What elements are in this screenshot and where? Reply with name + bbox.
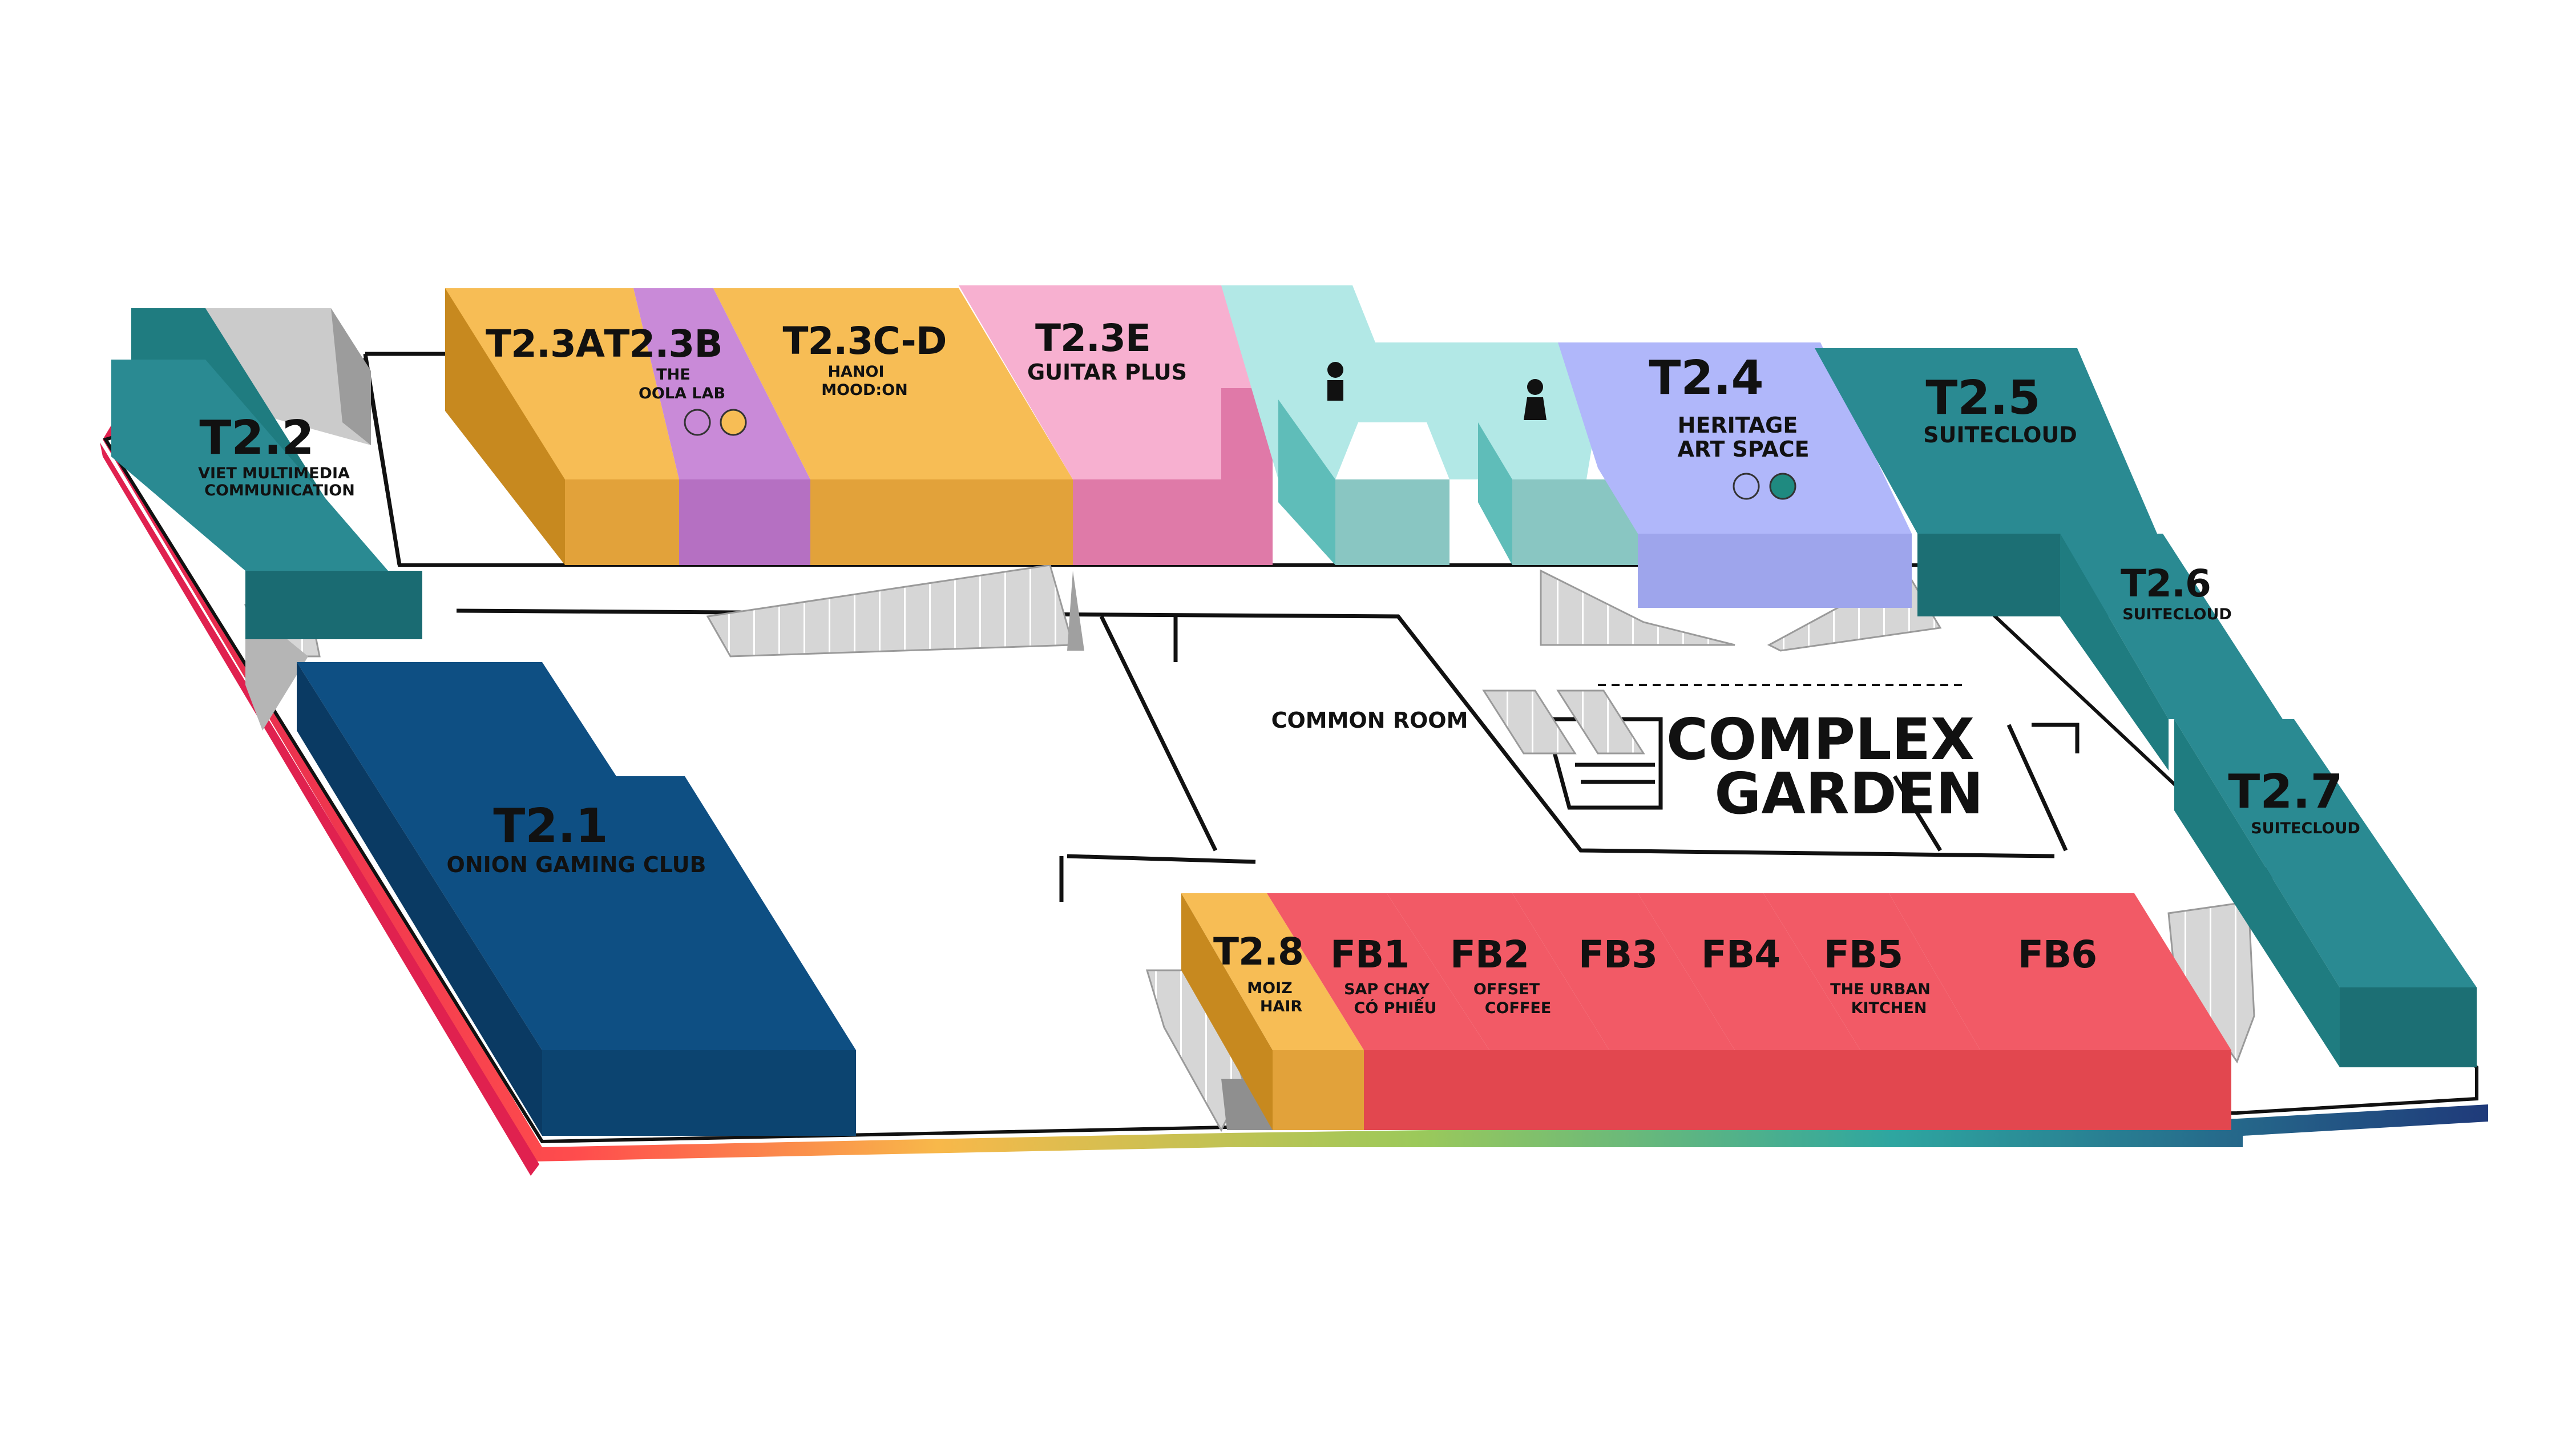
unit-t26[interactable]: [2060, 534, 2283, 771]
fb2-name-line1: OFFSET: [1473, 981, 1540, 998]
t28-code: T2.8: [1213, 930, 1303, 974]
unit-t23b[interactable]: [633, 288, 810, 565]
female-restroom-icon: [1524, 379, 1547, 420]
t25-code: T2.5: [1925, 371, 2040, 425]
occupancy-dot-empty: [684, 409, 711, 436]
unit-restrooms[interactable]: [1221, 285, 1638, 565]
t24-name-line2: ART SPACE: [1677, 437, 1809, 462]
labels: T2.2 VIET MULTIMEDIA COMMUNICATION T2.1 …: [198, 316, 2360, 1017]
fb6-code: FB6: [2018, 933, 2097, 977]
fb5-name-line2: KITCHEN: [1851, 999, 1927, 1017]
t24-name-line1: HERITAGE: [1678, 413, 1798, 438]
t24-code: T2.4: [1649, 351, 1763, 405]
t21-code: T2.1: [493, 799, 608, 853]
complex-garden-line1: COMPLEX: [1666, 706, 1975, 773]
unit-fb5[interactable]: [1763, 893, 1980, 1130]
unit-fb3[interactable]: [1512, 893, 1735, 1130]
unit-t23a[interactable]: [445, 288, 679, 565]
unit-fb6[interactable]: [1889, 893, 2231, 1130]
t23b-name-line1: THE: [656, 366, 690, 384]
t23cd-name-line1: HANOI: [827, 363, 884, 381]
male-restroom-icon: [1327, 362, 1343, 401]
t23b-name-line2: OOLA LAB: [639, 385, 725, 402]
fb1-name-line1: SAP CHAY: [1344, 981, 1430, 998]
fb5-name-line1: THE URBAN: [1830, 981, 1931, 998]
complex-garden-line2: GARDEN: [1714, 760, 1983, 827]
t25-name: SUITECLOUD: [1923, 422, 2077, 447]
t23e-name: GUITAR PLUS: [1027, 360, 1187, 385]
unit-t22[interactable]: [111, 308, 422, 639]
t27-code: T2.7: [2228, 765, 2343, 819]
occupancy-dot-filled: [1769, 473, 1796, 500]
floor-edge-left: [100, 442, 539, 1176]
t22-name-line2: COMMUNICATION: [204, 482, 355, 499]
unit-t24[interactable]: [1558, 342, 1912, 608]
unit-t23cd[interactable]: [713, 288, 1073, 565]
unit-t21[interactable]: [297, 662, 856, 1136]
occupancy-dot-empty: [1733, 473, 1760, 500]
t23cd-name-line2: MOOD:ON: [821, 381, 908, 399]
t26-code: T2.6: [2121, 562, 2211, 606]
t23a-code: T2.3A: [486, 322, 605, 366]
t23e-code: T2.3E: [1035, 316, 1150, 360]
fb1-code: FB1: [1330, 933, 1409, 977]
t23cd-code: T2.3C-D: [782, 319, 946, 363]
t22-code: T2.2: [199, 411, 314, 465]
occupancy-dot-filled: [720, 409, 747, 436]
fb4-code: FB4: [1701, 933, 1780, 977]
fb1-name-line2: CÓ PHIẾU: [1354, 997, 1437, 1017]
fb2-name-line2: COFFEE: [1485, 999, 1552, 1017]
t21-name: ONION GAMING CLUB: [447, 852, 706, 877]
common-room-label: COMMON ROOM: [1271, 708, 1468, 733]
t23b-code: T2.3B: [604, 322, 722, 366]
fb2-code: FB2: [1450, 933, 1529, 977]
unit-fb1[interactable]: [1267, 893, 1489, 1130]
fb5-code: FB5: [1824, 933, 1903, 977]
unit-fb2[interactable]: [1387, 893, 1609, 1130]
unit-t28[interactable]: [1181, 893, 1364, 1130]
t22-name-line1: VIET MULTIMEDIA: [198, 465, 350, 482]
unit-t27[interactable]: [2174, 719, 2477, 1067]
t26-name: SUITECLOUD: [2122, 606, 2232, 623]
unit-t23e[interactable]: [959, 285, 1273, 565]
fb3-code: FB3: [1578, 933, 1657, 977]
unit-fb4[interactable]: [1638, 893, 1860, 1130]
t28-name-line1: MOIZ: [1247, 979, 1292, 997]
t28-name-line2: HAIR: [1260, 998, 1303, 1015]
t27-name: SUITECLOUD: [2251, 820, 2360, 837]
